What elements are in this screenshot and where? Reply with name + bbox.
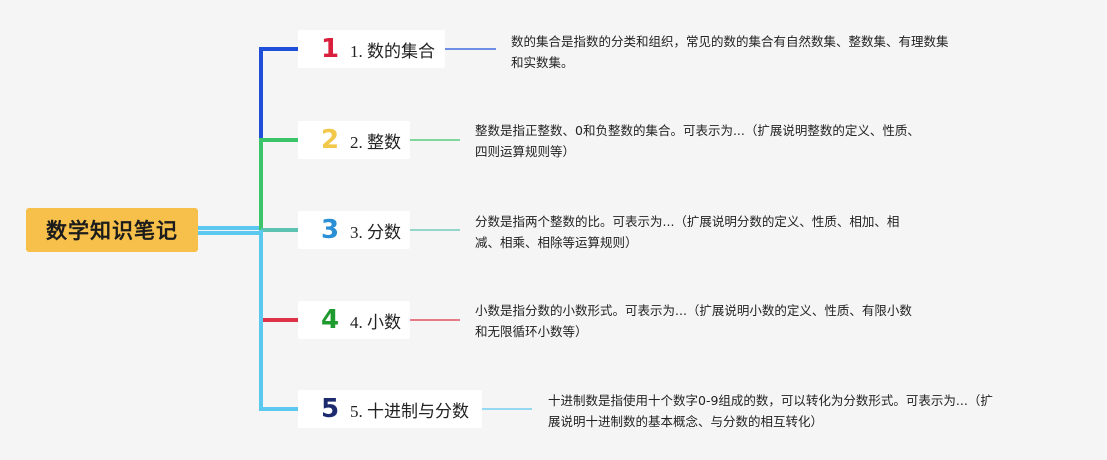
branch-description-5: 十进制数是指使用十个数字0-9组成的数，可以转化为分数形式。可表示为...（扩 … [548, 390, 1088, 432]
branch-description-4: 小数是指分数的小数形式。可表示为...（扩展说明小数的定义、性质、有限小数 和无… [475, 300, 995, 342]
description-line: 四则运算规则等） [475, 144, 576, 159]
description-line: 十进制数是指使用十个数字0-9组成的数，可以转化为分数形式。可表示为...（扩 [548, 393, 993, 408]
branch-node-1[interactable]: 1 1. 数的集合 [298, 30, 445, 68]
description-line: 数的集合是指数的分类和组织，常见的数的集合有自然数集、整数集、有理数集 [511, 34, 949, 49]
branch-label-3: 3. 分数 [350, 222, 401, 242]
branch-label-2: 2. 整数 [350, 132, 401, 152]
description-line: 分数是指两个整数的比。可表示为...（扩展说明分数的定义、性质、相加、相 [475, 214, 900, 229]
description-line: 展说明十进制数的基本概念、与分数的相互转化） [548, 414, 824, 429]
number-badge-1: 1 [320, 34, 340, 64]
description-line: 整数是指正整数、0和负整数的集合。可表示为...（扩展说明整数的定义、性质、 [475, 123, 920, 138]
branch-node-2[interactable]: 2 2. 整数 [298, 121, 410, 159]
branch-node-4[interactable]: 4 4. 小数 [298, 301, 410, 339]
branch-description-3: 分数是指两个整数的比。可表示为...（扩展说明分数的定义、性质、相加、相 减、相… [475, 211, 995, 253]
branch-node-5[interactable]: 5 5. 十进制与分数 [298, 390, 482, 428]
description-line: 和无限循环小数等） [475, 324, 588, 339]
number-badge-5: 5 [320, 394, 340, 424]
description-line: 小数是指分数的小数形式。可表示为...（扩展说明小数的定义、性质、有限小数 [475, 303, 912, 318]
number-badge-4: 4 [320, 305, 340, 335]
branch-connector-5 [259, 230, 298, 411]
description-line: 和实数集。 [511, 55, 574, 70]
root-node[interactable]: 数学知识笔记 [26, 208, 198, 252]
branch-label-1: 1. 数的集合 [350, 41, 435, 61]
branch-label-5: 5. 十进制与分数 [350, 401, 469, 421]
number-badge-2: 2 [320, 125, 340, 155]
description-line: 减、相乘、相除等运算规则） [475, 235, 638, 250]
branch-connector-4 [259, 230, 298, 322]
branch-connector-2 [259, 138, 298, 230]
branch-description-1: 数的集合是指数的分类和组织，常见的数的集合有自然数集、整数集、有理数集 和实数集… [511, 31, 1011, 73]
branch-label-4: 4. 小数 [350, 312, 401, 332]
number-badge-3: 3 [320, 215, 340, 245]
branch-description-2: 整数是指正整数、0和负整数的集合。可表示为...（扩展说明整数的定义、性质、 四… [475, 120, 995, 162]
branch-node-3[interactable]: 3 3. 分数 [298, 211, 410, 249]
root-title: 数学知识笔记 [46, 219, 178, 243]
